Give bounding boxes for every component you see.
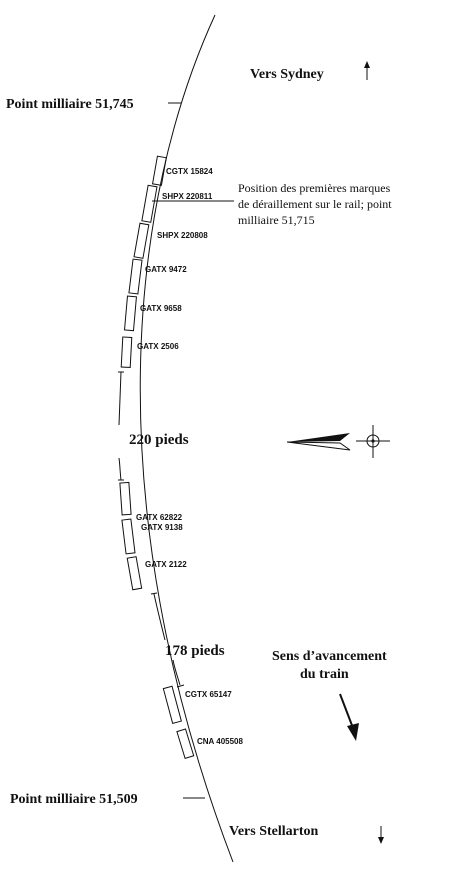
svg-text:GATX 9138: GATX 9138 [141,523,183,532]
mile-bottom-label: Point milliaire 51,509 [10,792,138,807]
compass-north-arrow-icon [286,425,390,458]
track-curve [139,14,234,863]
gap-178-label: 178 pieds [165,643,225,659]
svg-text:GATX 2506: GATX 2506 [137,342,179,351]
travel-direction-line1: Sens d’avancement [272,649,387,664]
car-cna-405508: CNA 405508 [176,728,244,760]
car-gatx-9658: GATX 9658 [123,295,182,332]
south-direction-label: Vers Stellarton [229,824,319,839]
car-gatx-62822: GATX 62822 [119,481,183,522]
gap-220-label: 220 pieds [129,432,189,448]
gap-220-dimension [118,371,124,481]
svg-text:SHPX 220808: SHPX 220808 [157,231,208,240]
derail-note-line1: Position des premières marques [238,181,391,195]
car-gatx-9472: GATX 9472 [128,258,187,295]
svg-text:GATX 62822: GATX 62822 [136,513,183,522]
derail-note-line2: de déraillement sur le rail; point [238,197,392,211]
derail-note-line3: milliaire 51,715 [238,213,315,227]
gap-178-dimension [150,592,185,688]
svg-text:GATX 9658: GATX 9658 [140,304,182,313]
travel-direction-arrow-icon [339,693,359,741]
car-shpx-220808: SHPX 220808 [133,222,208,259]
north-arrow-icon [364,61,370,80]
car-gatx-2506: GATX 2506 [120,336,179,368]
svg-text:CGTX 15824: CGTX 15824 [166,167,213,176]
svg-text:GATX 9472: GATX 9472 [145,265,187,274]
svg-text:GATX 2122: GATX 2122 [145,560,187,569]
car-cgtx-15824: CGTX 15824 [151,155,213,186]
car-gatx-9138: GATX 9138 [121,518,183,555]
car-shpx-220811: SHPX 220811 [141,184,213,223]
svg-text:CGTX 65147: CGTX 65147 [185,690,232,699]
svg-text:SHPX 220811: SHPX 220811 [162,192,213,201]
north-direction-label: Vers Sydney [250,67,324,82]
svg-text:CNA 405508: CNA 405508 [197,737,244,746]
south-arrow-icon [378,826,384,844]
travel-direction-line2: du train [300,667,349,682]
mile-top-label: Point milliaire 51,745 [6,97,134,112]
car-cgtx-65147: CGTX 65147 [162,685,232,724]
car-gatx-2122: GATX 2122 [126,556,187,591]
